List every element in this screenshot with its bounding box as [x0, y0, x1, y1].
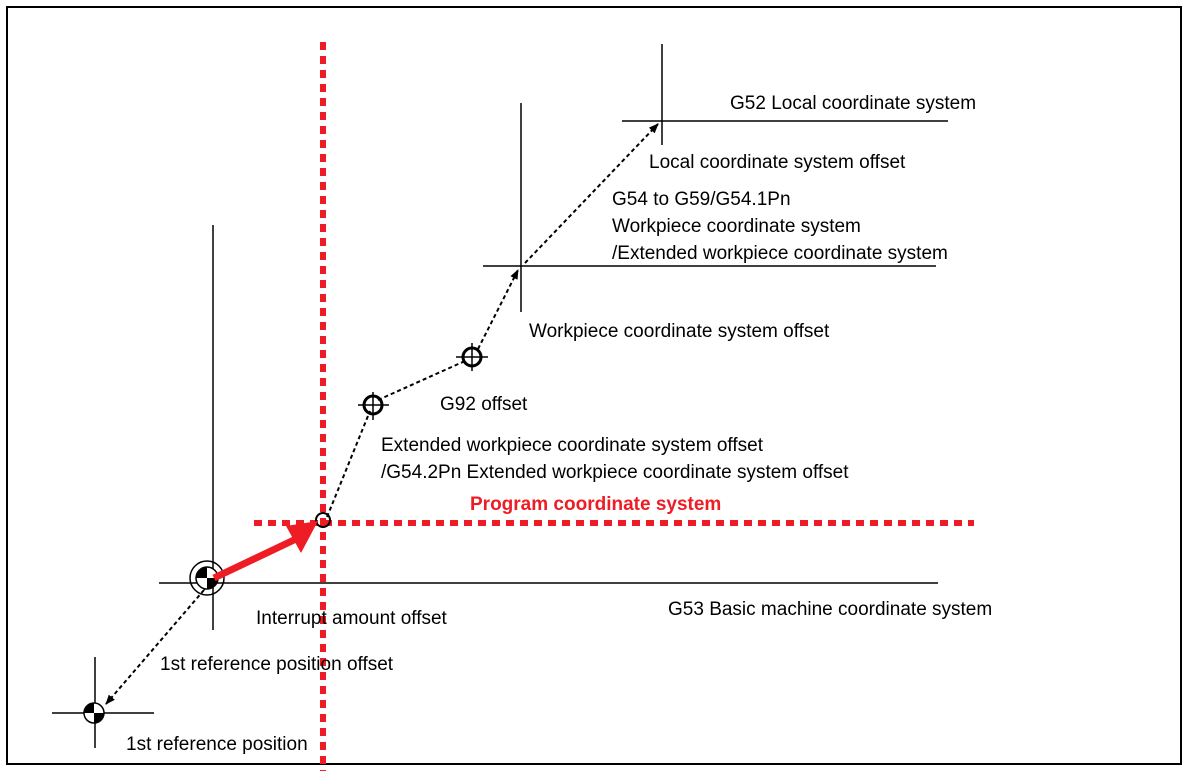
program-system-axes: [254, 42, 974, 771]
g53-basic-label: G53 Basic machine coordinate system: [668, 599, 992, 620]
workpiece-label-line3: /Extended workpiece coordinate system: [612, 243, 948, 264]
interrupt-offset-label: Interrupt amount offset: [256, 608, 448, 629]
ref-offset-arrow: [105, 580, 213, 705]
workpiece-offset-origin-symbol: [456, 343, 488, 371]
local-offset-label: Local coordinate system offset: [649, 152, 906, 173]
g92-offset-line: [377, 360, 466, 401]
offset-chain: [105, 123, 659, 705]
interrupt-arrow: [212, 521, 318, 582]
workpiece-offset-label: Workpiece coordinate system offset: [529, 321, 830, 342]
workpiece-label-line2: Workpiece coordinate system: [612, 216, 861, 237]
reference-position-symbol: [83, 702, 105, 724]
ref-position-label: 1st reference position: [126, 734, 308, 755]
program-origin-symbol: [315, 512, 331, 528]
machine-origin-symbol: [189, 560, 225, 596]
workpiece-offset-line: [477, 269, 519, 350]
g92-offset-label: G92 offset: [440, 394, 528, 415]
diagram-frame: [6, 6, 1182, 765]
workpiece-axes: [483, 103, 936, 312]
ext-offset-label-line2: /G54.2Pn Extended workpiece coordinate s…: [381, 462, 849, 483]
program-system-label: Program coordinate system: [470, 494, 721, 515]
workpiece-label-line1: G54 to G59/G54.1Pn: [612, 189, 791, 210]
ref-offset-label: 1st reference position offset: [160, 654, 394, 675]
g92-origin-symbol: [358, 392, 389, 420]
g53-basic-axes: [159, 225, 938, 630]
ext-offset-line: [326, 410, 371, 518]
ext-offset-label-line1: Extended workpiece coordinate system off…: [381, 435, 764, 456]
g52-local-axes: [622, 44, 948, 145]
g52-local-label: G52 Local coordinate system: [730, 93, 976, 114]
